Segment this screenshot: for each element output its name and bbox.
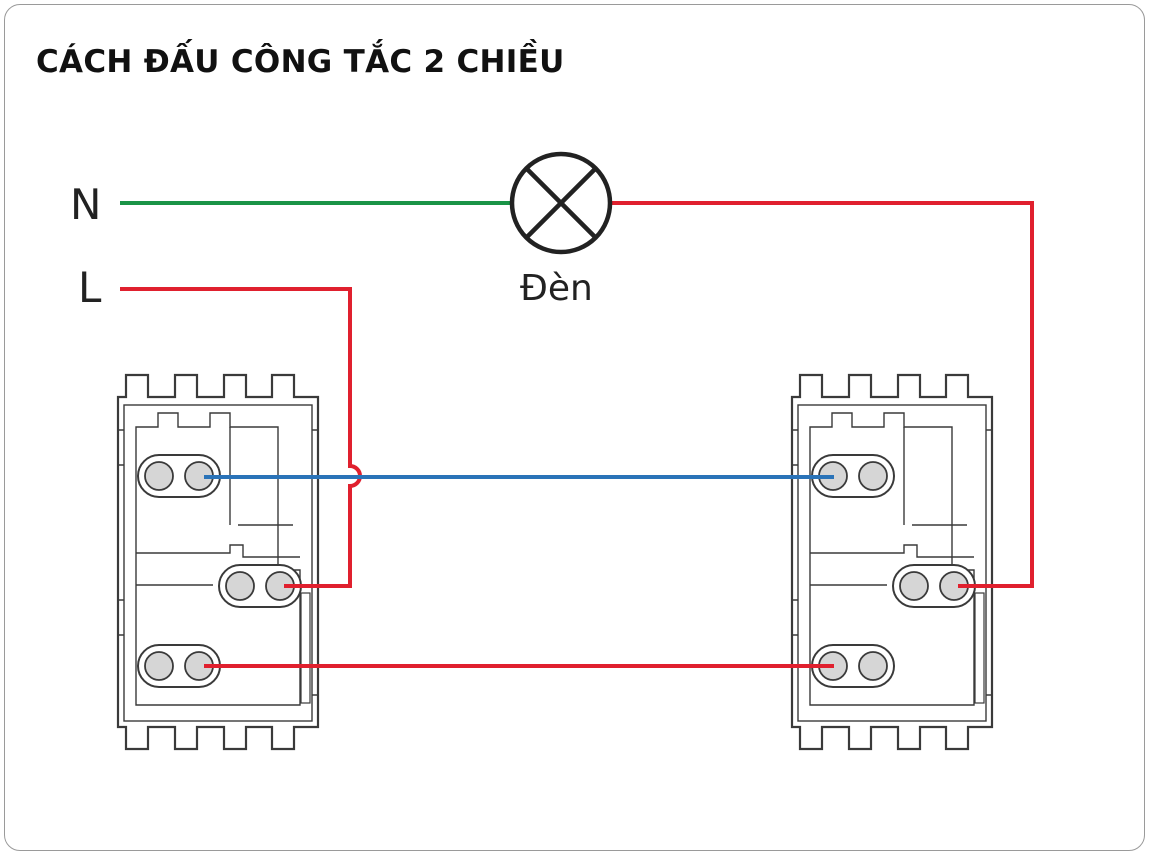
switch-housing	[790, 373, 994, 751]
diagram-title: CÁCH ĐẤU CÔNG TẮC 2 CHIỀU	[36, 44, 565, 80]
live-wire	[120, 287, 362, 588]
lamp-to-right-switch-wire	[612, 201, 1034, 588]
left-switch	[116, 373, 320, 751]
right-switch	[790, 373, 994, 751]
switch-housing	[116, 373, 320, 751]
neutral-label: N	[70, 180, 101, 229]
lamp-label: Đèn	[520, 268, 593, 309]
live-label: L	[78, 263, 102, 312]
lamp-cross-icon	[509, 151, 613, 255]
